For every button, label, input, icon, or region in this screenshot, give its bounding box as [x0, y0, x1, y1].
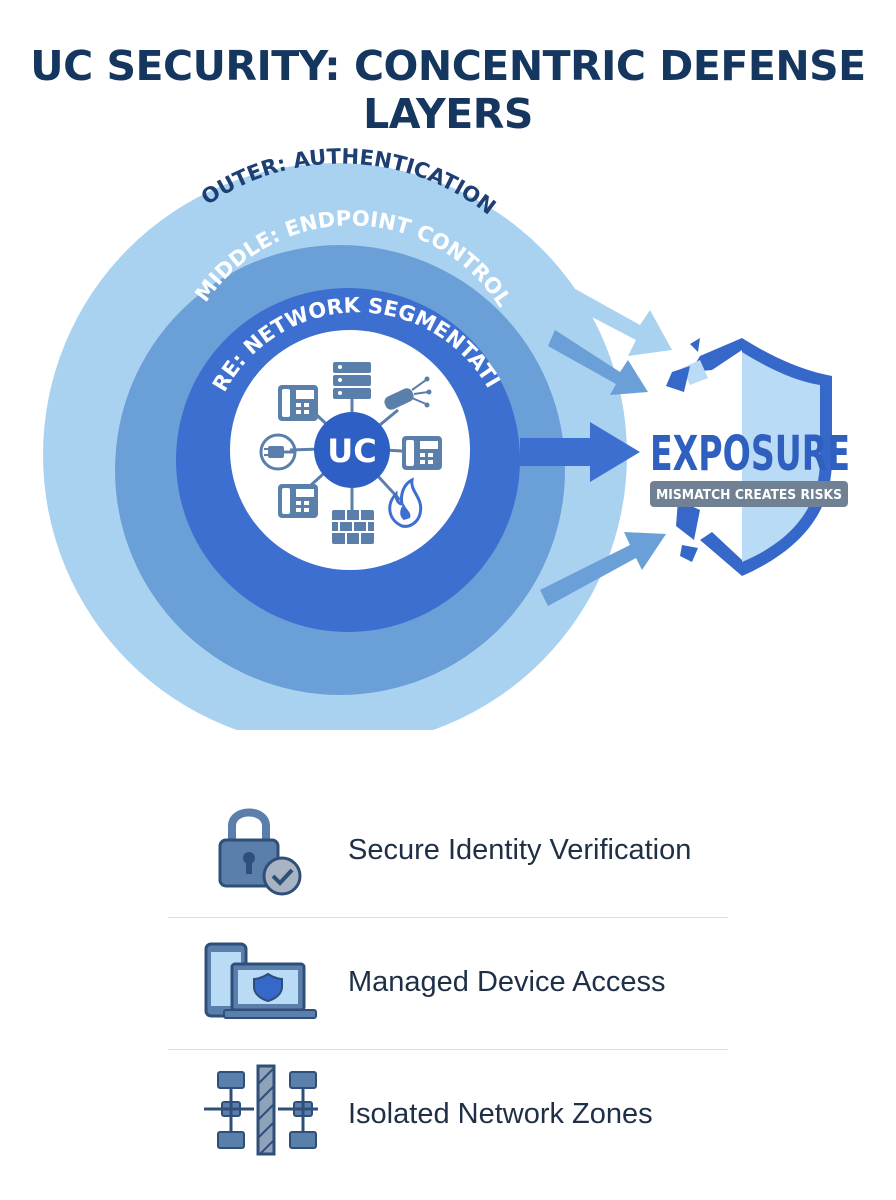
- arrow-core: [520, 422, 640, 482]
- ip-phone-icon: [278, 385, 318, 421]
- uc-hub: [314, 412, 390, 488]
- power-plug-icon: [259, 433, 297, 471]
- legend: Secure Identity Verification Managed Dev…: [168, 800, 728, 1196]
- shield-icon: [666, 338, 832, 576]
- legend-divider: [168, 917, 728, 918]
- fire-icon: [388, 477, 423, 528]
- lock-check-icon: [218, 808, 302, 896]
- arrow-lower: [540, 532, 666, 606]
- legend-label-network: Isolated Network Zones: [348, 1098, 653, 1130]
- concentric-layers-diagram: EXPOSURE MISMATCH CREATES RISKS OUTER: A…: [0, 130, 850, 730]
- exposure-subtitle-badge: [650, 481, 848, 507]
- arrow-outer: [498, 250, 672, 356]
- legend-divider: [168, 1049, 728, 1050]
- devices-shield-icon: [204, 942, 317, 1019]
- legend-label-devices: Managed Device Access: [348, 966, 666, 998]
- exposure-title: EXPOSURE: [650, 426, 850, 482]
- legend-label-identity: Secure Identity Verification: [348, 834, 692, 866]
- legend-item: Managed Device Access: [168, 932, 728, 1064]
- server-icon: [333, 362, 371, 399]
- legend-item: Isolated Network Zones: [168, 1064, 728, 1196]
- network-zones-icon: [204, 1064, 318, 1156]
- firewall-icon: [332, 510, 374, 544]
- exposure-arrows: [498, 250, 672, 606]
- ip-phone-icon: [402, 436, 442, 470]
- fiber-cable-icon: [384, 376, 432, 410]
- ip-phone-icon: [278, 484, 318, 518]
- exposure-subtitle: MISMATCH CREATES RISKS: [656, 488, 842, 503]
- uc-hub-label: UC: [327, 432, 376, 470]
- legend-item: Secure Identity Verification: [168, 800, 728, 932]
- arrow-middle: [548, 330, 648, 395]
- page-title: UC SECURITY: CONCENTRIC DEFENSE LAYERS: [30, 42, 866, 138]
